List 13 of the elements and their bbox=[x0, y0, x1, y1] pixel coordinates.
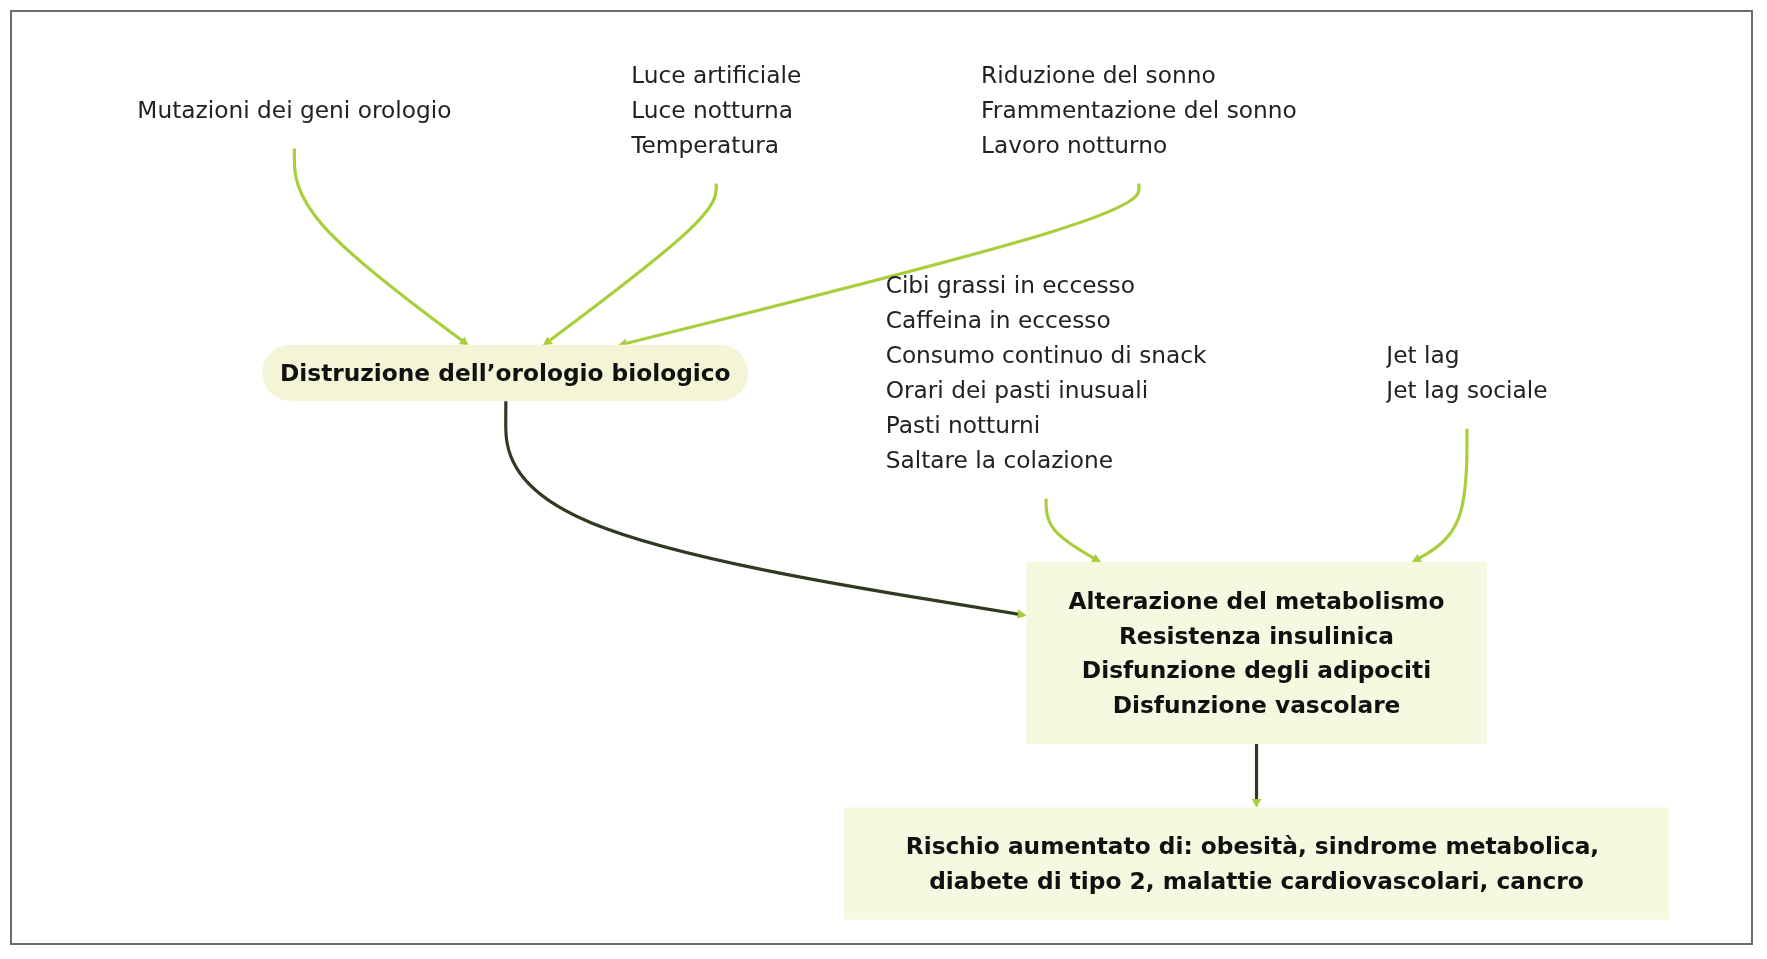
node-text: Mutazioni dei geni orologio bbox=[136, 96, 451, 123]
arrow bbox=[1044, 498, 1101, 562]
arrow bbox=[1411, 428, 1469, 562]
node-box: Rischio aumentato di: obesità, sindrome metabolica, diabete di tipo 2, malattie cardiovascolari, cancro bbox=[843, 806, 1669, 920]
arrow bbox=[542, 182, 718, 346]
node-box: Alterazione del metabolismo Resistenza insulinica Disfunzione degli adipociti Disfunzione vascolare bbox=[1025, 561, 1487, 744]
arrow bbox=[1251, 743, 1261, 808]
arrow bbox=[292, 148, 469, 346]
node-text: Luce artificiale Luce notturna Temperatura bbox=[630, 61, 801, 158]
node-text: Riduzione del sonno Frammentazione del sonno Lavoro notturno bbox=[980, 61, 1297, 158]
arrow bbox=[503, 400, 1027, 619]
node-box: Distruzione dell’orologio biologico bbox=[261, 344, 748, 401]
node-text: Cibi grassi in eccesso Caffeina in eccesso Consumo continuo di snack Orari dei pasti inusuali Pasti notturni Saltare la colazione bbox=[885, 271, 1207, 473]
